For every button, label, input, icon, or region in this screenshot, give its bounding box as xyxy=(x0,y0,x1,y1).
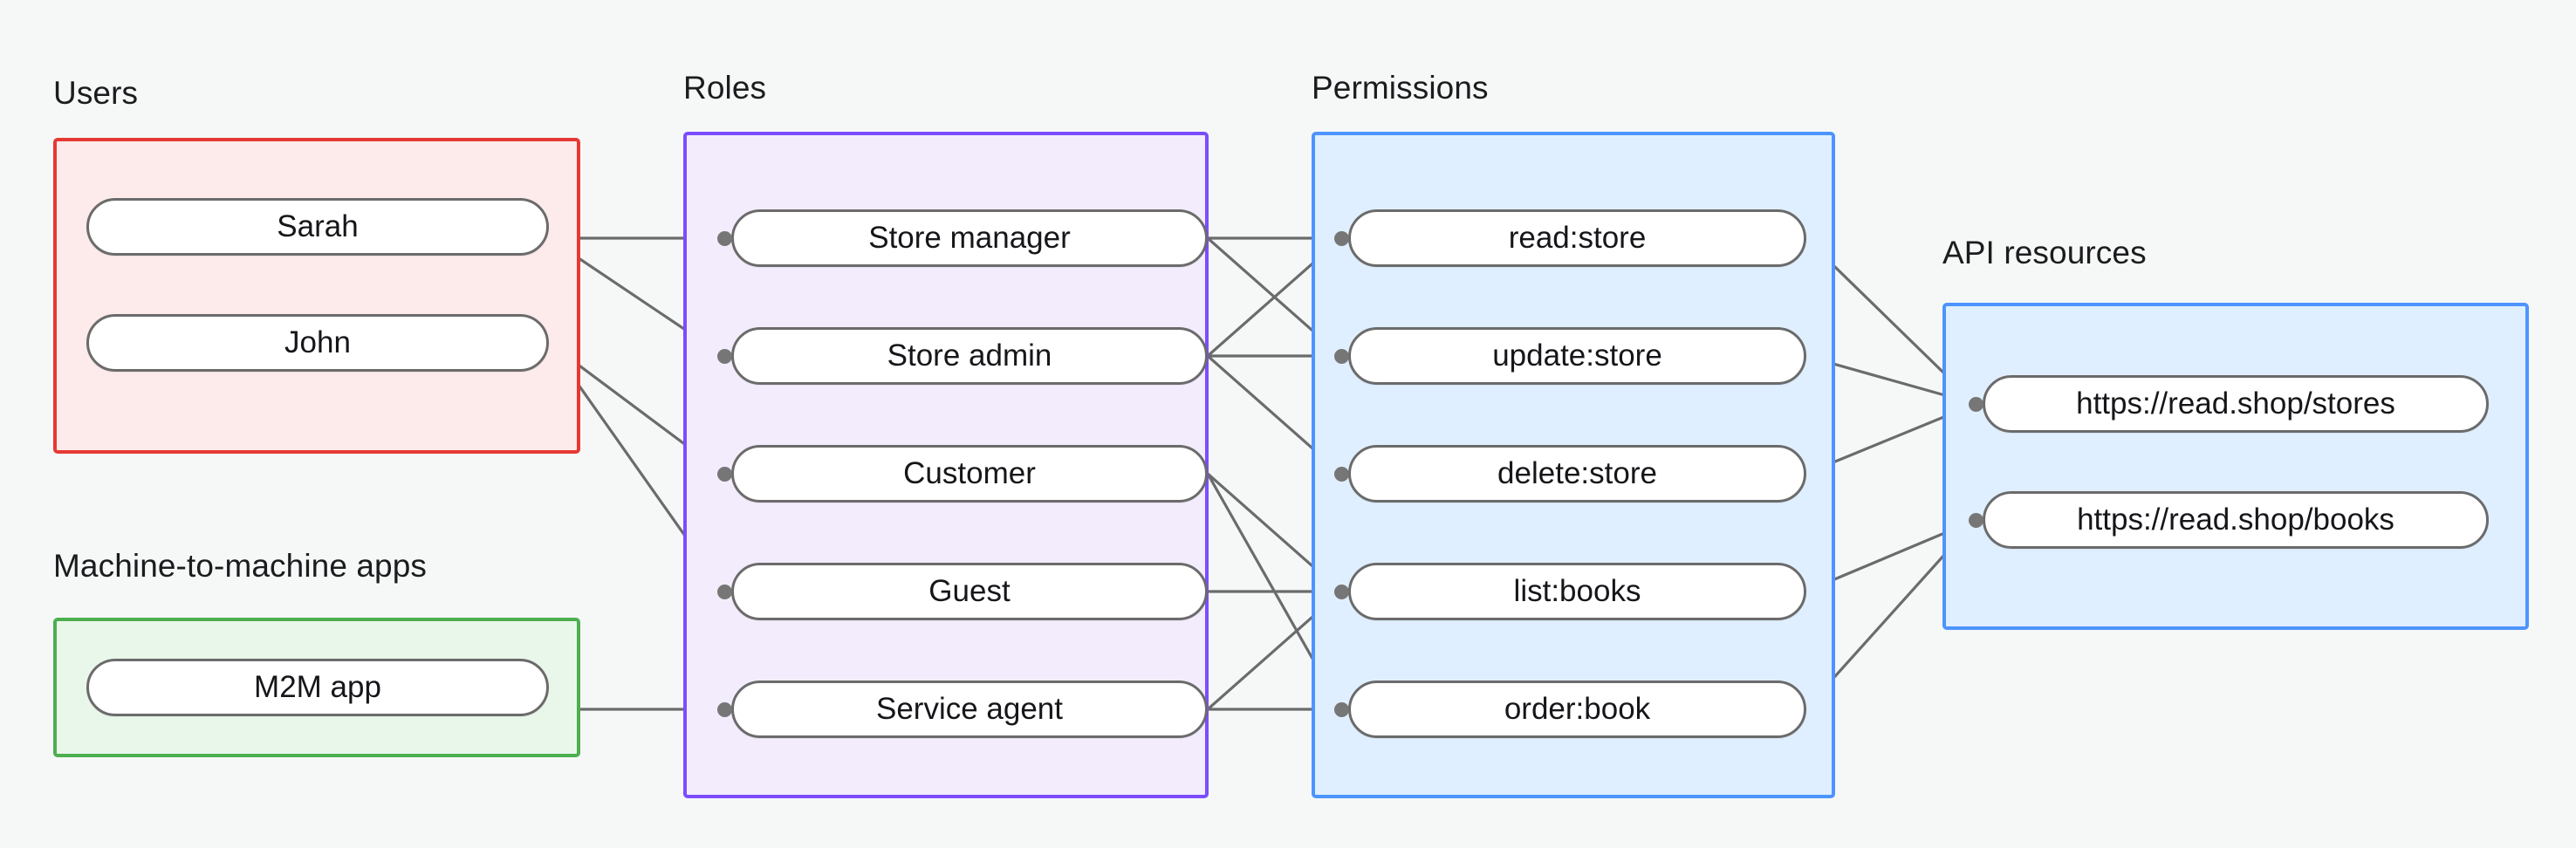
node-customer[interactable]: Customer xyxy=(731,445,1208,503)
group-box-api-resources xyxy=(1942,303,2529,630)
group-box-users xyxy=(53,138,580,454)
group-title-roles: Roles xyxy=(683,70,767,106)
node-label-guest: Guest xyxy=(928,574,1011,608)
node-label-sarah: Sarah xyxy=(277,209,359,243)
node-guest[interactable]: Guest xyxy=(731,563,1208,620)
node-label-service-agent: Service agent xyxy=(875,692,1064,726)
port-update-store xyxy=(1334,349,1349,364)
port-store-admin xyxy=(717,349,732,364)
port-store-manager xyxy=(717,231,732,246)
node-label-m2mapp: M2M app xyxy=(254,670,381,704)
node-sarah[interactable]: Sarah xyxy=(86,198,549,256)
node-update-store[interactable]: update:store xyxy=(1348,327,1806,385)
node-res-stores[interactable]: https://read.shop/stores xyxy=(1983,375,2489,433)
port-res-stores xyxy=(1969,397,1983,412)
node-read-store[interactable]: read:store xyxy=(1348,209,1806,267)
node-label-res-books: https://read.shop/books xyxy=(2077,503,2394,537)
group-title-m2m: Machine-to-machine apps xyxy=(53,548,428,584)
group-title-permissions: Permissions xyxy=(1312,70,1489,106)
port-res-books xyxy=(1969,513,1983,528)
node-label-read-store: read:store xyxy=(1508,221,1647,255)
port-order-book xyxy=(1334,702,1349,717)
node-store-manager[interactable]: Store manager xyxy=(731,209,1208,267)
group-title-api-resources: API resources xyxy=(1942,235,2147,270)
node-label-john: John xyxy=(284,325,351,359)
node-label-store-manager: Store manager xyxy=(868,221,1071,255)
port-delete-store xyxy=(1334,467,1349,482)
node-label-update-store: update:store xyxy=(1492,339,1662,373)
node-order-book[interactable]: order:book xyxy=(1348,680,1806,738)
node-label-res-stores: https://read.shop/stores xyxy=(2076,386,2395,421)
group-title-users: Users xyxy=(53,75,139,111)
node-list-books[interactable]: list:books xyxy=(1348,563,1806,620)
port-guest xyxy=(717,585,732,599)
port-service-agent xyxy=(717,702,732,717)
node-label-customer: Customer xyxy=(903,456,1036,490)
port-list-books xyxy=(1334,585,1349,599)
node-service-agent[interactable]: Service agent xyxy=(731,680,1208,738)
node-label-order-book: order:book xyxy=(1504,692,1651,726)
node-label-store-admin: Store admin xyxy=(887,339,1052,373)
port-customer xyxy=(717,467,732,482)
node-label-list-books: list:books xyxy=(1513,574,1641,608)
node-res-books[interactable]: https://read.shop/books xyxy=(1983,491,2489,549)
port-read-store xyxy=(1334,231,1349,246)
node-store-admin[interactable]: Store admin xyxy=(731,327,1208,385)
node-john[interactable]: John xyxy=(86,314,549,372)
node-label-delete-store: delete:store xyxy=(1497,456,1657,490)
node-m2mapp[interactable]: M2M app xyxy=(86,659,549,716)
node-delete-store[interactable]: delete:store xyxy=(1348,445,1806,503)
